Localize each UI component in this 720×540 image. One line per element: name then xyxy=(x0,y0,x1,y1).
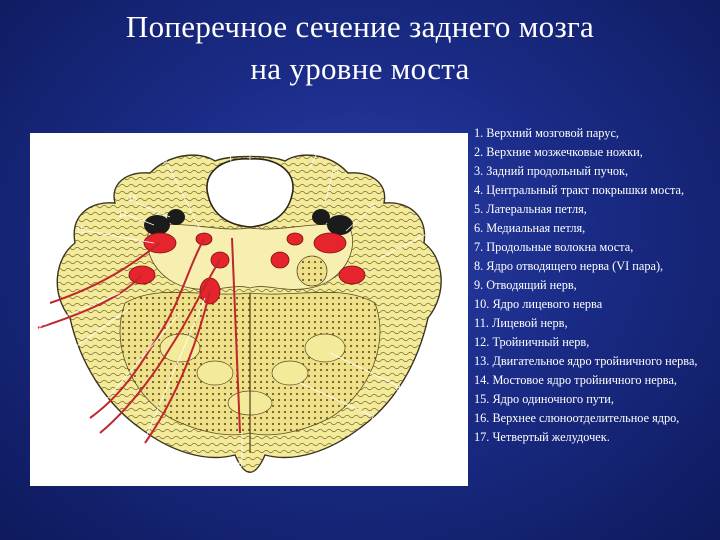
legend-item: 2. Верхние мозжечковые ножки, xyxy=(474,145,716,161)
legend-item: 9. Отводящий нерв, xyxy=(474,278,716,294)
callout-16: 16 xyxy=(128,194,137,203)
callout-4: 4 xyxy=(370,202,375,211)
legend-item: 12. Тройничный нерв, xyxy=(474,335,716,351)
legend-item: 6. Медиальная петля, xyxy=(474,221,716,237)
legend-item: 4. Центральный тракт покрышки моста, xyxy=(474,183,716,199)
slide-title: Поперечное сечение заднего мозга на уров… xyxy=(0,6,720,90)
legend-item: 16. Верхнее слюноотделительное ядро, xyxy=(474,411,716,427)
callout-6: 6 xyxy=(238,460,243,469)
legend-item: 14. Мостовое ядро тройничного нерва, xyxy=(474,373,716,389)
pons-cross-section-diagram: 17 1 2 3 10 16 14 15 4 5 12 11 13 9 6 7 … xyxy=(30,133,468,486)
legend-item: 5. Латеральная петля, xyxy=(474,202,716,218)
title-line-2: на уровне моста xyxy=(0,48,720,90)
legend-item: 10. Ядро лицевого нерва xyxy=(474,297,716,313)
legend-item: 1. Верхний мозговой парус, xyxy=(474,126,716,142)
legend-item: 8. Ядро отводящего нерва (VI пара), xyxy=(474,259,716,275)
callout-13: 13 xyxy=(94,398,103,407)
legend-item: 13. Двигательное ядро тройничного нерва, xyxy=(474,354,716,370)
title-line-1: Поперечное сечение заднего мозга xyxy=(0,6,720,48)
callout-8: 8 xyxy=(396,384,401,393)
legend-item: 11. Лицевой нерв, xyxy=(474,316,716,332)
legend-list: 1. Верхний мозговой парус, 2. Верхние мо… xyxy=(474,126,716,449)
callout-14: 14 xyxy=(118,210,127,219)
callout-5: 5 xyxy=(425,228,430,237)
legend-item: 3. Задний продольный пучок, xyxy=(474,164,716,180)
callout-11: 11 xyxy=(44,360,53,369)
callout-2: 2 xyxy=(318,142,323,151)
callout-9: 9 xyxy=(140,438,145,447)
callout-10: 10 xyxy=(158,156,167,165)
callout-15: 15 xyxy=(76,226,85,235)
legend-item: 7. Продольные волокна моста, xyxy=(474,240,716,256)
callout-1: 1 xyxy=(246,144,251,153)
callout-12: 12 xyxy=(34,322,43,331)
legend-item: 15. Ядро одиночного пути, xyxy=(474,392,716,408)
legend-item: 17. Четвертый желудочек. xyxy=(474,430,716,446)
callout-17: 17 xyxy=(223,142,232,151)
callout-7: 7 xyxy=(370,414,375,423)
callout-3: 3 xyxy=(334,166,339,175)
